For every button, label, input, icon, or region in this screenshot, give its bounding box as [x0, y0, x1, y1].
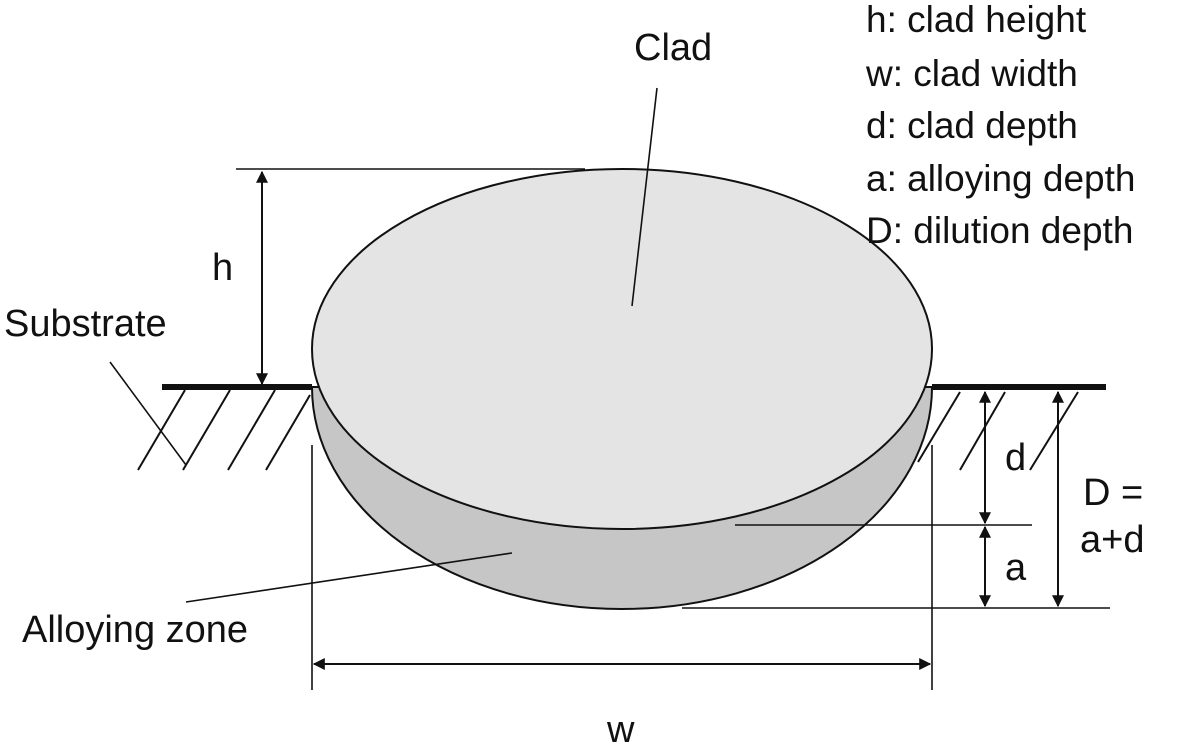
legend-item: d: clad depth — [866, 105, 1078, 146]
substrate-hatching-left — [137, 389, 311, 471]
legend-item: a: alloying depth — [866, 158, 1135, 199]
legend: h: clad height w: clad width d: clad dep… — [865, 0, 1135, 251]
legend-item: w: clad width — [865, 53, 1078, 94]
D-label-line1: D = — [1083, 472, 1143, 514]
substrate-hatching-right — [917, 391, 1079, 471]
a-label: a — [1005, 547, 1027, 589]
legend-item: D: dilution depth — [866, 210, 1133, 251]
alloying-zone-label: Alloying zone — [22, 609, 248, 651]
d-label: d — [1005, 437, 1026, 479]
D-label-line2: a+d — [1080, 519, 1144, 561]
clad-shape — [311, 168, 933, 530]
w-label: w — [606, 709, 635, 748]
substrate-label: Substrate — [4, 303, 167, 345]
clad-label: Clad — [634, 27, 712, 69]
extension-lines — [236, 168, 1110, 690]
leader-lines — [109, 87, 658, 603]
h-label: h — [212, 247, 233, 289]
legend-item: h: clad height — [866, 0, 1087, 40]
